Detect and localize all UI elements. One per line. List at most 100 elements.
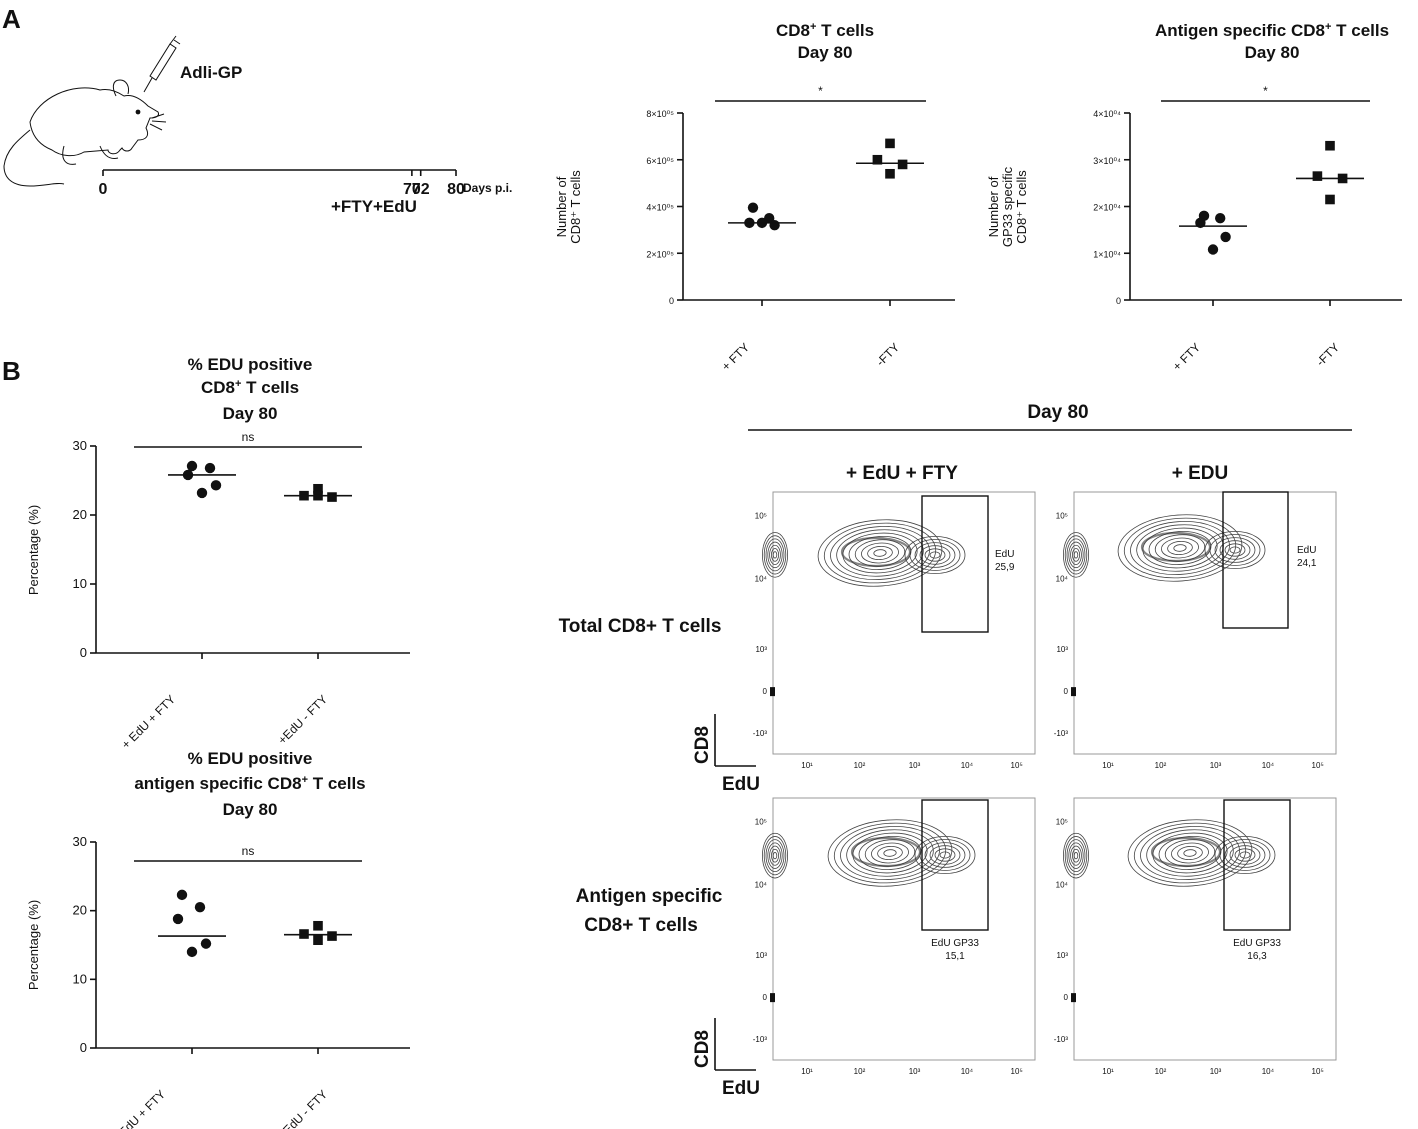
significance-label: * bbox=[818, 84, 823, 98]
flow-y-tick-label: 10⁵ bbox=[755, 818, 767, 827]
flow-contour-edu bbox=[1229, 546, 1241, 554]
flow-contour-edu bbox=[1229, 845, 1261, 865]
data-point-square bbox=[313, 920, 323, 931]
data-point-square bbox=[327, 931, 337, 941]
flow-contour-edu bbox=[904, 536, 966, 575]
flow-gate-value: 24,1 bbox=[1297, 558, 1317, 569]
data-point-square bbox=[872, 154, 883, 165]
flow-contour bbox=[1127, 819, 1253, 887]
flow-contour-edge bbox=[1072, 848, 1081, 863]
chart-title-part: T cells bbox=[308, 774, 366, 793]
chart-title-day: Day 80 bbox=[223, 404, 278, 423]
timeline-unit: Days p.i. bbox=[463, 181, 512, 195]
flow-gate bbox=[921, 799, 989, 931]
data-point-square bbox=[1325, 194, 1335, 205]
chart-title: CD8+ T cells bbox=[201, 378, 299, 397]
data-point-circle bbox=[204, 462, 216, 474]
flow-contour-edge bbox=[769, 544, 781, 565]
significance-label: ns bbox=[242, 430, 255, 444]
flow-contour bbox=[1177, 845, 1203, 861]
data-point-circle bbox=[196, 487, 208, 499]
x-tick-label: + EdU + FTY bbox=[109, 1087, 168, 1129]
flow-contour-dense bbox=[850, 836, 922, 868]
flow-cytometry-panel: Day 80 + EdU + FTY + EDU Total CD8+ T ce… bbox=[559, 402, 1352, 1099]
flow-contour-edge bbox=[763, 836, 787, 876]
y-axis-label: Percentage (%) bbox=[26, 505, 41, 595]
y-tick-label: 0 bbox=[669, 296, 674, 306]
flow-y-tick-label: -10³ bbox=[753, 1035, 768, 1044]
flow-y-tick-label: 0 bbox=[1064, 993, 1069, 1002]
flow-contour bbox=[1171, 842, 1209, 864]
flow-contour-edu bbox=[924, 842, 966, 868]
y-tick-label: 8×10⁰⁵ bbox=[646, 109, 674, 119]
y-tick-label: 3×10⁰⁴ bbox=[1093, 156, 1121, 166]
y-tick-label: 20 bbox=[73, 903, 87, 918]
flow-contour-dense bbox=[1140, 531, 1212, 563]
flow-contour-edu bbox=[934, 848, 956, 862]
flow-contour-edu bbox=[939, 851, 951, 859]
flow-contour-edge bbox=[765, 839, 785, 873]
flow-contour-edge bbox=[762, 832, 789, 879]
flow-x-tick-label: 10⁴ bbox=[1262, 1067, 1275, 1076]
significance-label: * bbox=[1263, 84, 1268, 98]
flow-gate bbox=[1223, 799, 1291, 931]
data-point-circle bbox=[747, 202, 759, 213]
flow-x-tick-label: 10⁵ bbox=[1011, 1067, 1023, 1076]
flow-contour-edu bbox=[914, 836, 976, 875]
flow-contour bbox=[827, 819, 953, 887]
flow-contour-edu bbox=[1224, 842, 1266, 868]
y-tick-label: 30 bbox=[73, 834, 87, 849]
y-tick-label: 1×10⁰⁴ bbox=[1093, 249, 1121, 259]
flow-contour-edge bbox=[1063, 832, 1090, 879]
flow-contour-edge bbox=[1070, 845, 1082, 866]
flow-gate bbox=[1222, 491, 1289, 629]
flow-contour-edu bbox=[1214, 537, 1256, 563]
flow-contour-edu bbox=[929, 551, 941, 559]
x-tick-label: +EdU - FTY bbox=[275, 1087, 330, 1129]
data-point-circle bbox=[1220, 231, 1231, 243]
flow-y-tick-label: 10⁵ bbox=[1056, 512, 1068, 521]
flow-contour-edge bbox=[1064, 836, 1088, 876]
flow-row-label-antigen-2: CD8+ T cells bbox=[584, 915, 698, 936]
flow-row-label-antigen-1: Antigen specific bbox=[576, 886, 723, 907]
flow-contour-edge bbox=[1068, 541, 1084, 569]
flow-y-tick-label: 10⁴ bbox=[755, 880, 768, 889]
flow-y-tick-label: -10³ bbox=[1054, 729, 1069, 738]
flow-col-header-edu-fty: + EdU + FTY bbox=[846, 463, 958, 484]
x-tick-label: -FTY bbox=[873, 340, 902, 369]
flow-contour-edge bbox=[771, 548, 780, 562]
y-tick-label: 0 bbox=[1116, 296, 1121, 306]
flow-x-tick-label: 10² bbox=[1155, 761, 1167, 770]
flow-contour-edge bbox=[1070, 544, 1082, 565]
flow-gate-value: 15,1 bbox=[945, 951, 965, 962]
x-tick-label: + EdU + FTY bbox=[119, 692, 178, 751]
y-tick-label: 10 bbox=[73, 576, 87, 591]
timeline-tick-label: 72 bbox=[412, 181, 430, 198]
flow-y-tick-label: 0 bbox=[763, 687, 768, 696]
flow-contour-dense bbox=[1150, 836, 1222, 868]
flow-contour-edge bbox=[1064, 535, 1088, 575]
flow-y-tick-label: 10³ bbox=[1056, 645, 1068, 654]
y-axis-label: CD8⁺ T cells bbox=[568, 170, 583, 244]
flow-x-tick-label: 10³ bbox=[1210, 761, 1222, 770]
flow-contour-edu bbox=[924, 548, 946, 562]
chart-title-line: % EDU positive bbox=[188, 355, 313, 374]
flow-contour-edge bbox=[1063, 532, 1090, 578]
flow-y-tick-label: -10³ bbox=[1054, 1035, 1069, 1044]
flow-contour-edu bbox=[1239, 851, 1251, 859]
timeline-tick-label: 0 bbox=[99, 181, 108, 198]
flow-contour-edge bbox=[1073, 852, 1079, 860]
flow-contour bbox=[1161, 537, 1199, 559]
flow-axis-label-edu: EdU bbox=[722, 774, 760, 795]
y-axis-label: GP33 specific bbox=[1000, 166, 1015, 247]
timeline-tick-label: 80 bbox=[447, 181, 465, 198]
chart-title-part: Antigen specific CD8 bbox=[1155, 21, 1325, 40]
y-tick-label: 2×10⁰⁵ bbox=[646, 249, 674, 259]
flow-x-tick-label: 10³ bbox=[909, 761, 921, 770]
flow-contour-edge bbox=[765, 538, 785, 572]
